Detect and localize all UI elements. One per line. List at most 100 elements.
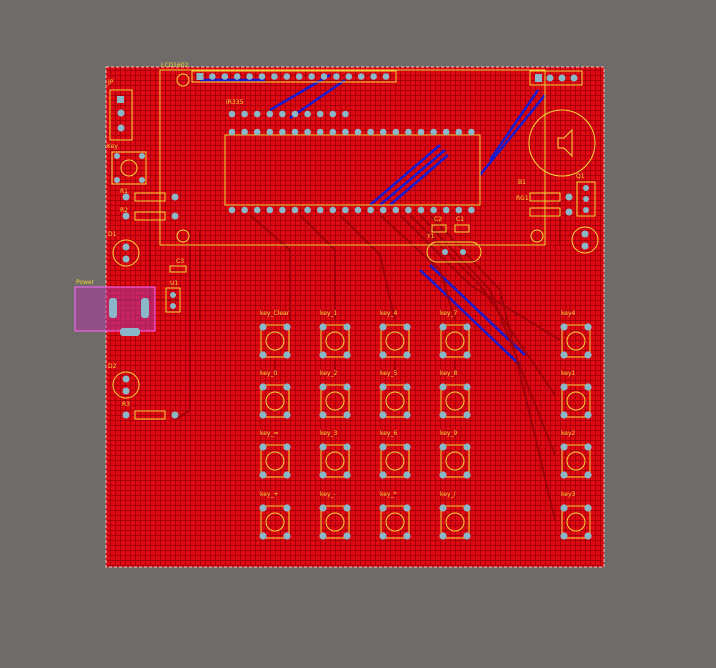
rg2-pad	[565, 208, 573, 216]
ic-pin	[253, 128, 261, 136]
led-pad	[581, 230, 589, 238]
key-pad	[319, 532, 327, 540]
ic-pin	[329, 128, 337, 136]
lcd-header	[191, 70, 397, 83]
ic-pins	[228, 110, 475, 214]
led-outline	[571, 226, 599, 254]
key-switch: key_2	[319, 370, 351, 419]
ic-pin	[279, 206, 286, 214]
key-pad	[319, 504, 327, 512]
key-pad	[283, 443, 291, 451]
lcd-header-pins	[196, 73, 390, 80]
key-pad	[560, 323, 568, 331]
key-label: key_+	[260, 491, 279, 498]
r2-label: R2	[120, 207, 128, 214]
right-header-pad	[570, 74, 578, 82]
key-pad	[283, 471, 291, 479]
power-pad-1	[109, 298, 117, 318]
key-pad	[584, 323, 592, 331]
key-pad	[584, 504, 592, 512]
ic-pin	[291, 128, 299, 136]
key-pad	[403, 443, 411, 451]
r2-body	[134, 211, 166, 221]
ic-pin	[405, 128, 412, 136]
ic-pin	[417, 206, 425, 214]
u1-outline	[165, 287, 181, 313]
rg1-pad	[565, 193, 573, 201]
lcd-mount-hole-br	[530, 229, 544, 243]
key-pad	[319, 443, 327, 451]
key-cap	[325, 512, 345, 532]
lcd-pin	[246, 73, 253, 80]
r3-label: R3	[122, 401, 130, 408]
ic-pin	[291, 110, 299, 118]
reset-key-outline	[111, 151, 147, 185]
key-pad	[439, 504, 447, 512]
ic-pin	[253, 206, 261, 214]
reset-key-pad	[139, 177, 145, 183]
q1-pad	[583, 207, 589, 213]
key-pad	[319, 351, 327, 359]
key-pad	[403, 323, 411, 331]
key-cap	[265, 512, 285, 532]
key-pad	[560, 504, 568, 512]
jp-pad-1	[117, 96, 124, 103]
lcd-pin	[271, 73, 278, 80]
key-pad	[560, 532, 568, 540]
key-switch: key_6	[379, 430, 411, 479]
q1-outline	[576, 181, 596, 217]
lcd-pin	[233, 73, 241, 80]
key-pad	[463, 532, 471, 540]
rg1-label: RG1	[516, 195, 529, 202]
key-pad	[403, 532, 411, 540]
power-pad-2	[141, 298, 149, 318]
ic-pin	[354, 128, 362, 136]
led-pad	[581, 242, 589, 250]
q1-pad	[583, 196, 589, 202]
lcd-pin	[209, 73, 216, 80]
d1-outline	[112, 239, 140, 267]
key-pad	[439, 411, 447, 419]
key-pad	[584, 443, 592, 451]
jp-label: JP	[107, 79, 114, 86]
key-label: key2	[561, 430, 576, 437]
key-label: key_9	[440, 430, 458, 437]
key-pad	[259, 504, 267, 512]
key-outline	[320, 324, 350, 358]
ic-pin	[253, 110, 261, 118]
ic-pin	[279, 128, 286, 136]
ic-pin	[405, 206, 412, 214]
b1-label: B1	[518, 179, 526, 186]
power-label: Power	[76, 279, 95, 286]
key-pad	[283, 323, 291, 331]
key-pad	[379, 443, 387, 451]
key-switch: key_=	[259, 430, 291, 479]
buzzer-outline	[528, 109, 596, 177]
key-label: key_3	[320, 430, 338, 437]
key-label: key_6	[380, 430, 398, 437]
ic-pin	[228, 128, 236, 136]
key-pad	[259, 383, 267, 391]
ic-pin	[228, 110, 236, 118]
key-outline	[440, 444, 470, 478]
key-pad	[463, 351, 471, 359]
ic-pin	[266, 128, 274, 136]
ic-pin	[392, 206, 400, 214]
key-switch: key_+	[259, 491, 291, 540]
key-pad	[463, 504, 471, 512]
key-pad	[439, 323, 447, 331]
y1-crystal	[426, 241, 482, 263]
key-label: key_5	[380, 370, 398, 377]
key-outline	[380, 384, 410, 418]
ic-pin	[304, 128, 311, 136]
r3-pad	[122, 411, 130, 419]
key-pad	[259, 443, 267, 451]
key-switch: key_/	[439, 491, 471, 540]
ic-pin	[417, 128, 425, 136]
key-cap	[385, 331, 405, 351]
key-cap	[325, 451, 345, 471]
key-pad	[343, 443, 351, 451]
key-outline	[380, 444, 410, 478]
key-cap	[385, 451, 405, 471]
key-pad	[343, 383, 351, 391]
